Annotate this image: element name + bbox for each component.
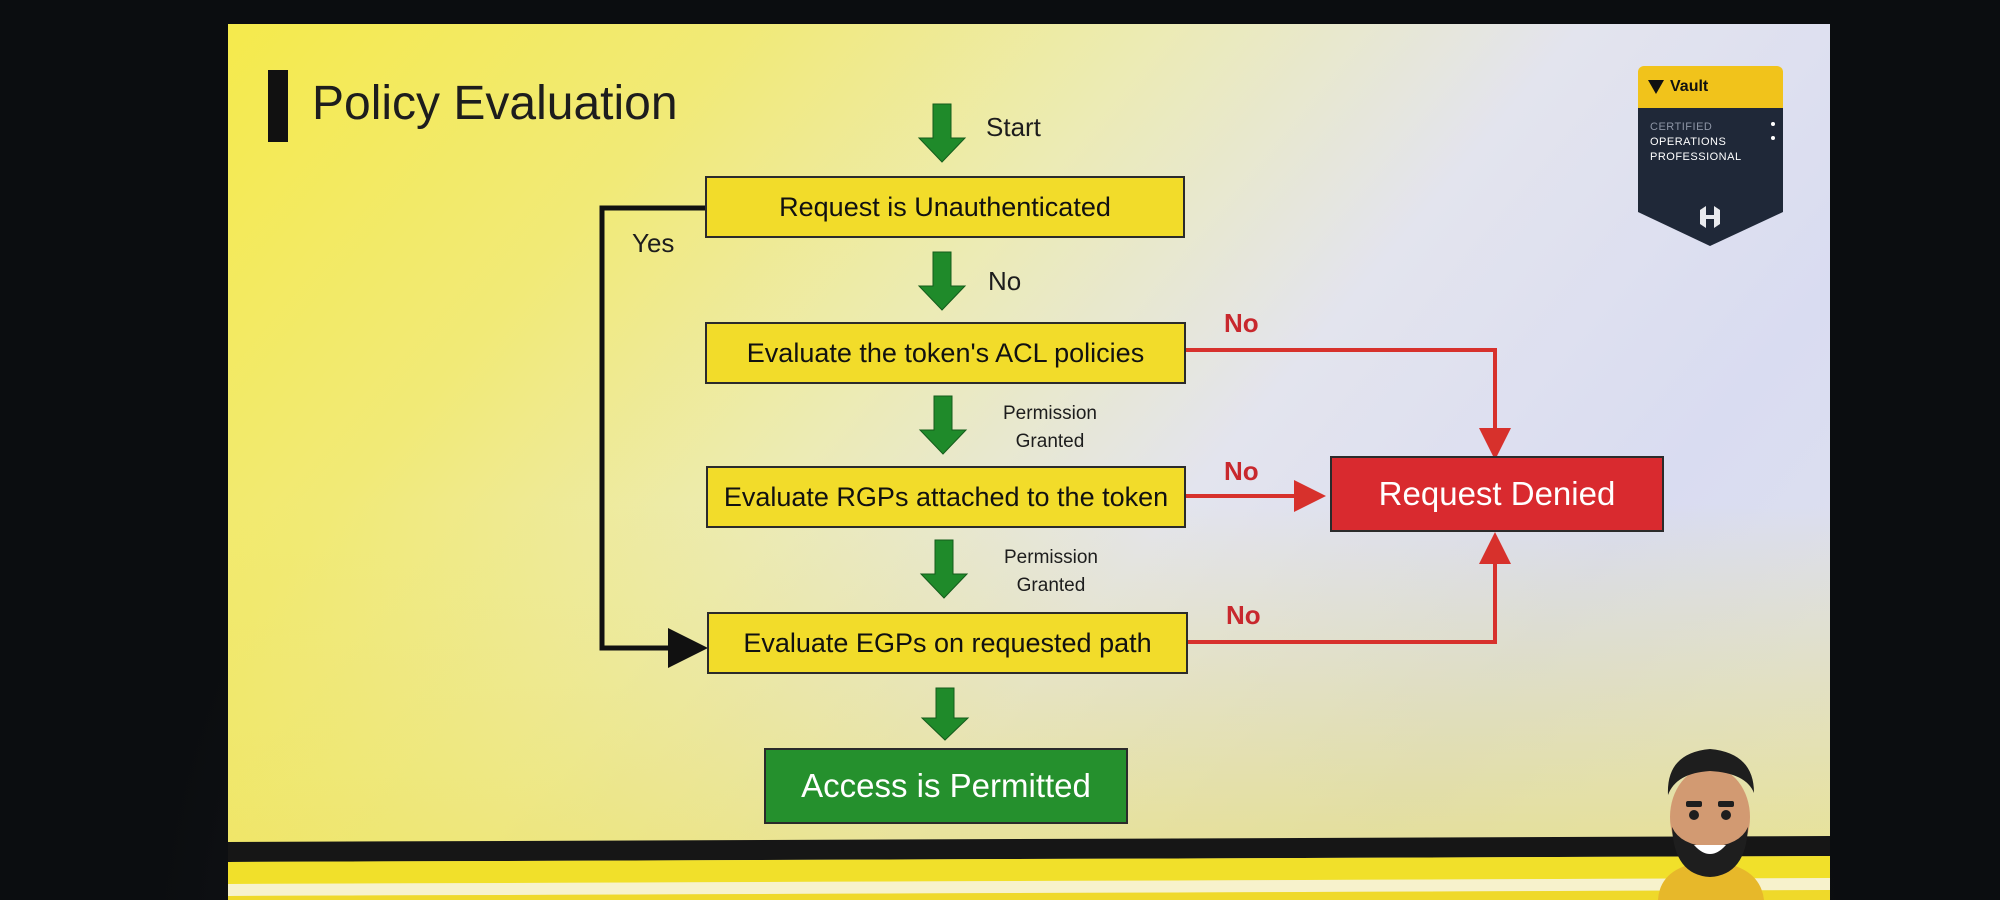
vault-logo-icon (1648, 80, 1664, 94)
step-evaluate-acl: Evaluate the token's ACL policies (705, 322, 1186, 384)
yes-label: Yes (632, 228, 675, 258)
page-title: Policy Evaluation (312, 77, 678, 130)
step-request-unauthenticated: Request is Unauthenticated (705, 176, 1185, 238)
presentation-slide: Policy Evaluation (228, 24, 1830, 900)
access-permitted-box: Access is Permitted (764, 748, 1128, 824)
green-arrow-1 (917, 251, 967, 311)
title-accent-bar (268, 70, 288, 142)
green-arrow-3 (919, 539, 969, 599)
no-label-rgp: No (1224, 456, 1259, 486)
no-line-acl (1186, 348, 1511, 460)
green-arrow-4 (920, 687, 970, 741)
badge-stars-icon (1771, 122, 1775, 140)
yes-bypass-line (599, 205, 708, 668)
permission-granted-label-2: Permission Granted (1004, 547, 1098, 596)
bottom-stripes (228, 836, 1830, 900)
permission-granted-label-1: Permission Granted (1003, 403, 1097, 452)
badge-text: CERTIFIED OPERATIONS PROFESSIONAL (1650, 121, 1742, 163)
request-denied-box: Request Denied (1330, 456, 1664, 532)
no-label-egp: No (1226, 600, 1261, 630)
no-line-egp (1188, 532, 1511, 644)
badge-brand: Vault (1670, 78, 1709, 95)
green-arrow-2 (918, 395, 968, 455)
badge-shield-shape (1638, 108, 1783, 246)
no-label-unauthenticated: No (988, 266, 1022, 296)
green-arrow-start (917, 103, 967, 163)
start-label: Start (986, 112, 1041, 142)
hashicorp-logo-icon (1700, 206, 1720, 228)
badge-header: Vault (1638, 66, 1783, 108)
no-label-acl: No (1224, 308, 1259, 338)
flowchart-connectors (599, 103, 1511, 741)
presenter-avatar (1658, 749, 1764, 900)
certification-badge: Vault CERTIFIED OPERATIONS PROFESSIONAL (1638, 66, 1783, 246)
step-evaluate-egp: Evaluate EGPs on requested path (707, 612, 1188, 674)
step-evaluate-rgp: Evaluate RGPs attached to the token (706, 466, 1186, 528)
